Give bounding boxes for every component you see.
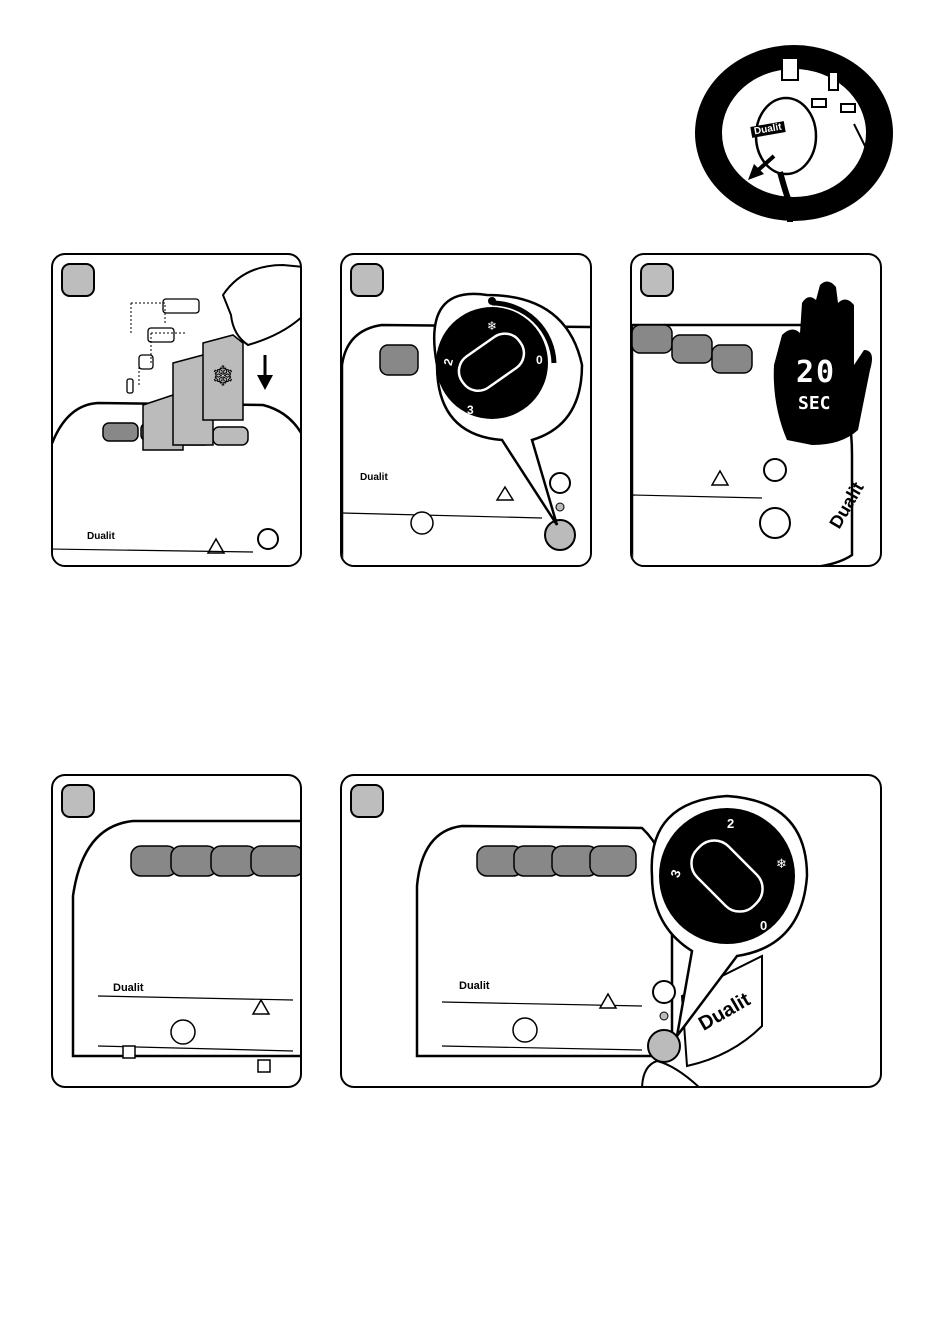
step-1-panel: ❄ Dualit (51, 253, 302, 567)
step-4-badge (61, 784, 95, 818)
step-5-dial-zero-label: 0 (760, 918, 767, 933)
step-4-illustration (53, 776, 302, 1088)
step-4-brand-label: Dualit (113, 982, 144, 994)
step-3-timer-value: 20 (796, 355, 836, 390)
step-2-dial-zero-label: 0 (536, 353, 543, 367)
step-2-brand-label: Dualit (360, 472, 388, 483)
step-4-panel: Dualit (51, 774, 302, 1088)
step-2-panel: ❄ 0 2 3 Dualit (340, 253, 592, 567)
step-5-dial-defrost-label: ❄ (776, 856, 787, 872)
svg-text:❄: ❄ (212, 361, 234, 391)
step-3-timer-unit: SEC (798, 393, 831, 414)
step-2-badge (350, 263, 384, 297)
step-1-illustration: ❄ (53, 255, 302, 567)
step-1-brand-label: Dualit (87, 531, 115, 542)
step-5-brand-label: Dualit (459, 980, 490, 992)
step-2-dial-defrost-label: ❄ (487, 319, 497, 333)
step-3-panel: 20 SEC Dualit (630, 253, 882, 567)
step-3-badge (640, 263, 674, 297)
step-5-panel: ❄ 0 2 3 Dualit Dualit (340, 774, 882, 1088)
step-5-illustration (342, 776, 882, 1088)
step-1-badge (61, 263, 95, 297)
step-5-dial-two-label: 2 (727, 816, 734, 831)
step-2-dial-three-label: 3 (467, 403, 474, 417)
step-5-badge (350, 784, 384, 818)
plug-callout: Dualit (694, 44, 894, 222)
